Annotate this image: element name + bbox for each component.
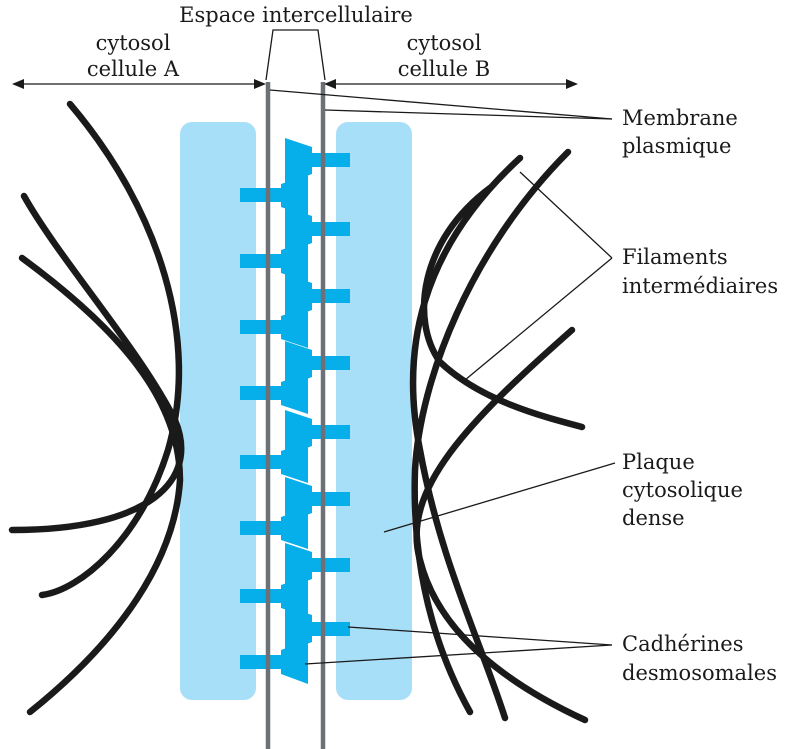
espace-intercellulaire-label: Espace intercellulaire [179, 3, 413, 27]
cytosol-a-label-line1: cytosol [96, 31, 171, 55]
cadherines-label-line1: Cadhérines [622, 632, 743, 656]
filaments-leader-1 [520, 172, 612, 258]
cytosol-a-label-line2: cellule A [87, 57, 180, 81]
cadherines-label-line2: desmosomales [622, 661, 777, 685]
cytosol-b-label-line2: cellule B [398, 57, 490, 81]
plaque-label-line3: dense [622, 506, 685, 530]
espace-bracket [266, 30, 325, 80]
plaque-leader [384, 463, 615, 532]
filament-b-1 [413, 158, 520, 718]
membrane-leader-b [325, 110, 612, 119]
cadherines-groupe [240, 138, 350, 684]
filaments-label-line2: intermédiaires [622, 274, 778, 298]
plaque-label-line2: cytosolique [622, 478, 743, 502]
cytosol-b-label-line1: cytosol [407, 31, 482, 55]
filament-b-4 [417, 330, 585, 720]
filament-b-2 [415, 152, 568, 712]
plaque-cellule-b [336, 122, 412, 700]
membrane-label-line2: plasmique [622, 134, 731, 158]
filaments-label-line1: Filaments [622, 245, 728, 269]
membrane-label-line1: Membrane [622, 106, 738, 130]
plaque-cellule-a [180, 122, 256, 700]
plaque-label-line1: Plaque [622, 450, 695, 474]
